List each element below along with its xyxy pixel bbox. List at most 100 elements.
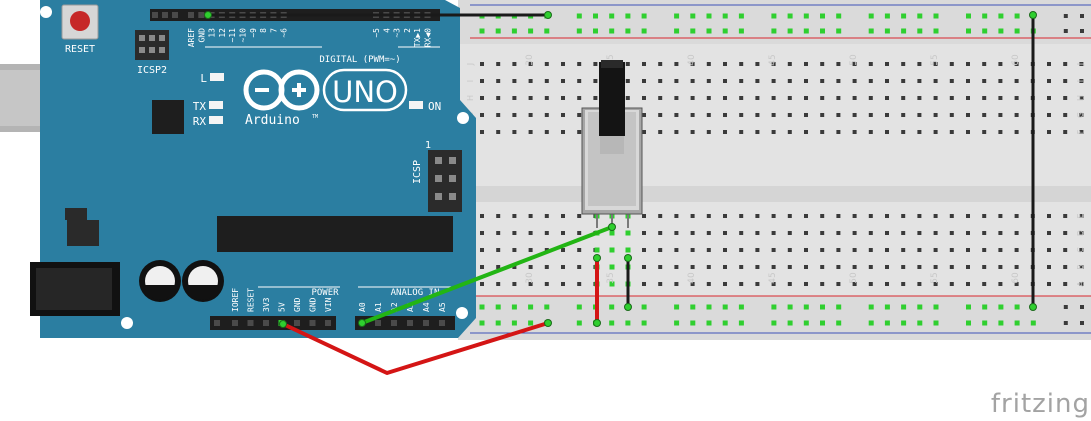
- breadboard-hole[interactable]: [674, 79, 679, 83]
- breadboard-hole[interactable]: [787, 130, 792, 134]
- breadboard-hole[interactable]: [998, 265, 1003, 269]
- header-pin[interactable]: [325, 320, 331, 326]
- breadboard-hole[interactable]: [901, 79, 906, 83]
- breadboard-hole[interactable]: [1047, 113, 1051, 117]
- breadboard-hole[interactable]: [739, 96, 744, 100]
- breadboard-hole[interactable]: [1014, 265, 1019, 269]
- breadboard-hole[interactable]: [690, 231, 695, 235]
- breadboard-hole[interactable]: [706, 79, 711, 83]
- breadboard-hole[interactable]: [982, 248, 987, 252]
- breadboard-hole[interactable]: [1014, 231, 1019, 235]
- breadboard-hole[interactable]: [544, 265, 549, 269]
- breadboard-hole[interactable]: [868, 96, 873, 100]
- breadboard-hole[interactable]: [723, 96, 727, 100]
- pot-knob-shaft[interactable]: [599, 62, 625, 136]
- breadboard-hole[interactable]: [496, 231, 501, 235]
- rail-hole[interactable]: [1063, 321, 1068, 325]
- breadboard-hole[interactable]: [706, 265, 711, 269]
- signal-wire[interactable]: [361, 225, 613, 325]
- breadboard-hole[interactable]: [1079, 113, 1084, 117]
- breadboard-hole[interactable]: [658, 231, 663, 235]
- breadboard-hole[interactable]: [625, 62, 630, 66]
- breadboard-hole[interactable]: [917, 96, 922, 100]
- breadboard-hole[interactable]: [998, 96, 1003, 100]
- breadboard-hole[interactable]: [1047, 231, 1051, 235]
- wire-endpoint[interactable]: [358, 319, 366, 327]
- breadboard-hole[interactable]: [512, 79, 517, 83]
- breadboard-hole[interactable]: [966, 79, 970, 83]
- breadboard-hole[interactable]: [755, 231, 760, 235]
- breadboard-hole[interactable]: [885, 282, 889, 286]
- breadboard-hole[interactable]: [755, 79, 760, 83]
- breadboard-hole[interactable]: [771, 231, 776, 235]
- breadboard-hole[interactable]: [852, 113, 857, 117]
- breadboard-hole[interactable]: [658, 265, 663, 269]
- header-pin[interactable]: [375, 320, 381, 326]
- breadboard-hole[interactable]: [868, 113, 873, 117]
- breadboard-hole[interactable]: [690, 214, 695, 218]
- breadboard-hole[interactable]: [885, 231, 889, 235]
- breadboard-hole[interactable]: [804, 248, 808, 252]
- breadboard-hole[interactable]: [901, 214, 906, 218]
- 5v-wire[interactable]: [282, 321, 549, 375]
- breadboard-hole[interactable]: [496, 214, 501, 218]
- breadboard-hole[interactable]: [1079, 96, 1084, 100]
- breadboard-hole[interactable]: [852, 282, 857, 286]
- breadboard-hole[interactable]: [820, 96, 825, 100]
- breadboard-hole[interactable]: [658, 248, 663, 252]
- breadboard-hole[interactable]: [917, 62, 922, 66]
- wire-endpoint[interactable]: [1029, 303, 1037, 311]
- breadboard-hole[interactable]: [982, 214, 987, 218]
- breadboard-hole[interactable]: [658, 79, 663, 83]
- breadboard-hole[interactable]: [917, 130, 922, 134]
- reset-button-cap[interactable]: [70, 11, 90, 31]
- breadboard-hole[interactable]: [966, 113, 970, 117]
- breadboard-hole[interactable]: [804, 62, 808, 66]
- breadboard-hole[interactable]: [804, 96, 808, 100]
- breadboard-hole[interactable]: [528, 79, 533, 83]
- breadboard-hole[interactable]: [706, 113, 711, 117]
- breadboard-hole[interactable]: [982, 282, 987, 286]
- breadboard-hole[interactable]: [836, 113, 841, 117]
- breadboard-hole[interactable]: [690, 96, 695, 100]
- breadboard-hole[interactable]: [496, 96, 501, 100]
- breadboard-hole[interactable]: [480, 113, 484, 117]
- breadboard-hole[interactable]: [820, 282, 825, 286]
- breadboard-hole[interactable]: [1079, 231, 1084, 235]
- breadboard-hole[interactable]: [982, 62, 987, 66]
- wire-endpoint[interactable]: [544, 11, 552, 19]
- breadboard-hole[interactable]: [885, 214, 889, 218]
- header-pin[interactable]: [439, 320, 445, 326]
- breadboard-hole[interactable]: [480, 79, 484, 83]
- breadboard-hole[interactable]: [966, 214, 970, 218]
- breadboard-hole[interactable]: [885, 96, 889, 100]
- breadboard-hole[interactable]: [868, 282, 873, 286]
- wire-endpoint[interactable]: [624, 254, 632, 262]
- breadboard-hole[interactable]: [528, 282, 533, 286]
- breadboard-hole[interactable]: [674, 231, 679, 235]
- breadboard-hole[interactable]: [1047, 282, 1051, 286]
- breadboard-hole[interactable]: [723, 231, 727, 235]
- header-pin[interactable]: [391, 320, 397, 326]
- breadboard-hole[interactable]: [966, 265, 970, 269]
- breadboard-hole[interactable]: [739, 282, 744, 286]
- breadboard-hole[interactable]: [480, 130, 484, 134]
- breadboard-hole[interactable]: [528, 231, 533, 235]
- breadboard-hole[interactable]: [658, 130, 663, 134]
- breadboard-hole[interactable]: [723, 214, 727, 218]
- breadboard-hole[interactable]: [804, 130, 808, 134]
- breadboard-hole[interactable]: [949, 248, 954, 252]
- breadboard-hole[interactable]: [836, 79, 841, 83]
- breadboard-hole[interactable]: [690, 282, 695, 286]
- breadboard-hole[interactable]: [771, 79, 776, 83]
- breadboard-hole[interactable]: [642, 282, 646, 286]
- breadboard-hole[interactable]: [982, 231, 987, 235]
- breadboard-hole[interactable]: [1063, 113, 1068, 117]
- breadboard-hole[interactable]: [868, 231, 873, 235]
- breadboard-hole[interactable]: [804, 113, 808, 117]
- breadboard-hole[interactable]: [998, 214, 1003, 218]
- breadboard-hole[interactable]: [917, 231, 922, 235]
- breadboard-hole[interactable]: [561, 130, 565, 134]
- breadboard-hole[interactable]: [966, 248, 970, 252]
- breadboard-hole[interactable]: [577, 130, 582, 134]
